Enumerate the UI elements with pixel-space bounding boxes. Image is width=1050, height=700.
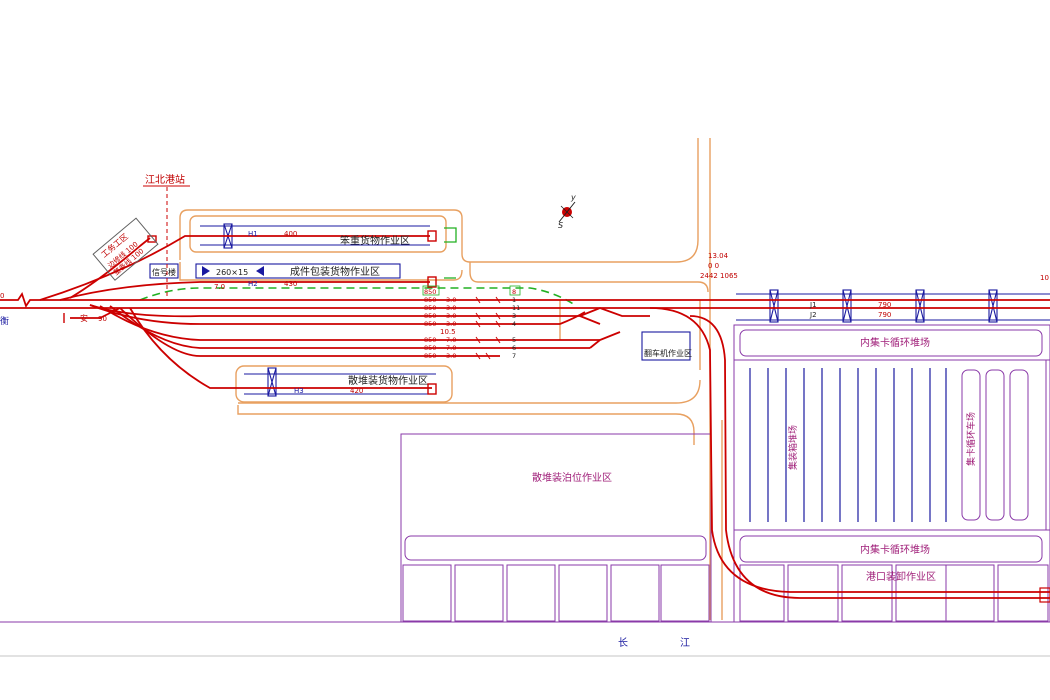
- h2-length: 430: [284, 280, 297, 288]
- compass-y: y: [570, 193, 576, 202]
- h1-label: H1: [248, 230, 258, 238]
- road-network: [179, 138, 723, 620]
- river-label-1: 长: [618, 637, 628, 649]
- j2-length: 790: [878, 311, 891, 319]
- track-num: 11: [512, 304, 520, 312]
- km-post: 13.04: [708, 252, 729, 260]
- planned-track: [139, 287, 576, 306]
- j1-length: 790: [878, 301, 891, 309]
- right-buffer: [1039, 587, 1050, 603]
- track-len: 850: [424, 320, 436, 328]
- track-num: 7: [512, 352, 516, 360]
- station-title: 江北港站: [145, 173, 185, 186]
- truck-loop-label: 集卡循环车场: [965, 412, 977, 466]
- river-label-2: 江: [680, 637, 690, 649]
- bulk-berth-label: 散堆装泊位作业区: [532, 471, 612, 484]
- signal-building-label: 信号楼: [152, 267, 176, 277]
- left-edge-number: 0: [0, 292, 4, 300]
- track-grade: 7.0: [446, 336, 456, 344]
- track-num: 3: [512, 312, 516, 320]
- an-label: 安: [80, 313, 88, 323]
- green-buffer-stops: [444, 227, 457, 279]
- track-labels: 850 3.0 1 850 3.0 11 850 3.0 3 850 3.0 4…: [424, 296, 520, 360]
- j2-label: J2: [809, 311, 817, 319]
- direction-arrows: [202, 266, 264, 276]
- track-grade: 3.0: [446, 352, 456, 360]
- compass-s: S: [558, 221, 563, 230]
- h3-length: 420: [350, 387, 363, 395]
- dimension-260: 260×15: [216, 268, 248, 277]
- track-grade: 7.0: [446, 344, 456, 352]
- inner-loop-top-label: 内集卡循环堆场: [860, 336, 930, 349]
- track-len: 850: [424, 296, 436, 304]
- track-num: 5: [512, 336, 516, 344]
- j1-label: J1: [809, 301, 817, 309]
- km-post-3: 2442 1065: [700, 272, 738, 280]
- heavy-cargo-label: 笨重货物作业区: [340, 234, 410, 247]
- rail-tracks: [0, 235, 1050, 599]
- box-850: [422, 285, 440, 296]
- track-grade: 3.0: [446, 320, 456, 328]
- dimension-105: 10.5: [440, 328, 456, 336]
- tippler-label: 翻车机作业区: [644, 348, 692, 358]
- box-8-text: 8: [512, 288, 516, 296]
- buffer-stops: [63, 230, 437, 395]
- yard-structures: [400, 324, 1050, 623]
- track-len: 850: [424, 312, 436, 320]
- track-num: 4: [512, 320, 516, 328]
- track-grade: 3.0: [446, 312, 456, 320]
- grade-label: 7.0: [214, 283, 225, 291]
- h3-label: H3: [294, 387, 304, 395]
- an-length: 90: [98, 315, 107, 323]
- container-stacks: [749, 368, 947, 522]
- track-len: 850: [424, 344, 436, 352]
- bulk-cargo-label: 散堆装货物作业区: [348, 374, 428, 387]
- crane-rails: [149, 223, 1050, 397]
- right-edge-number: 10: [1040, 274, 1049, 282]
- box-8: [509, 285, 521, 296]
- box-850-text: 850: [424, 288, 436, 296]
- h1-length: 400: [284, 230, 297, 238]
- works-area: 工务工区 边修线 100 整备线 100: [92, 217, 159, 281]
- track-len: 850: [424, 336, 436, 344]
- inner-loop-bottom-label: 内集卡循环堆场: [860, 543, 930, 556]
- track-num: 6: [512, 344, 516, 352]
- track-len: 850: [424, 352, 436, 360]
- track-grade: 3.0: [446, 296, 456, 304]
- track-markers: [475, 296, 501, 360]
- track-grade: 3.0: [446, 304, 456, 312]
- track-num: 1: [512, 296, 516, 304]
- container-yard-label: 集装箱堆场: [787, 425, 799, 470]
- port-handling-label: 港口装卸作业区: [866, 570, 936, 583]
- track-len: 850: [424, 304, 436, 312]
- packaged-cargo-label: 成件包装货物作业区: [290, 265, 380, 278]
- compass-icon: y S: [558, 193, 576, 230]
- left-edge-label: 衡: [0, 315, 9, 327]
- h2-label: H2: [248, 280, 258, 288]
- km-post-2: 0 0: [708, 262, 719, 270]
